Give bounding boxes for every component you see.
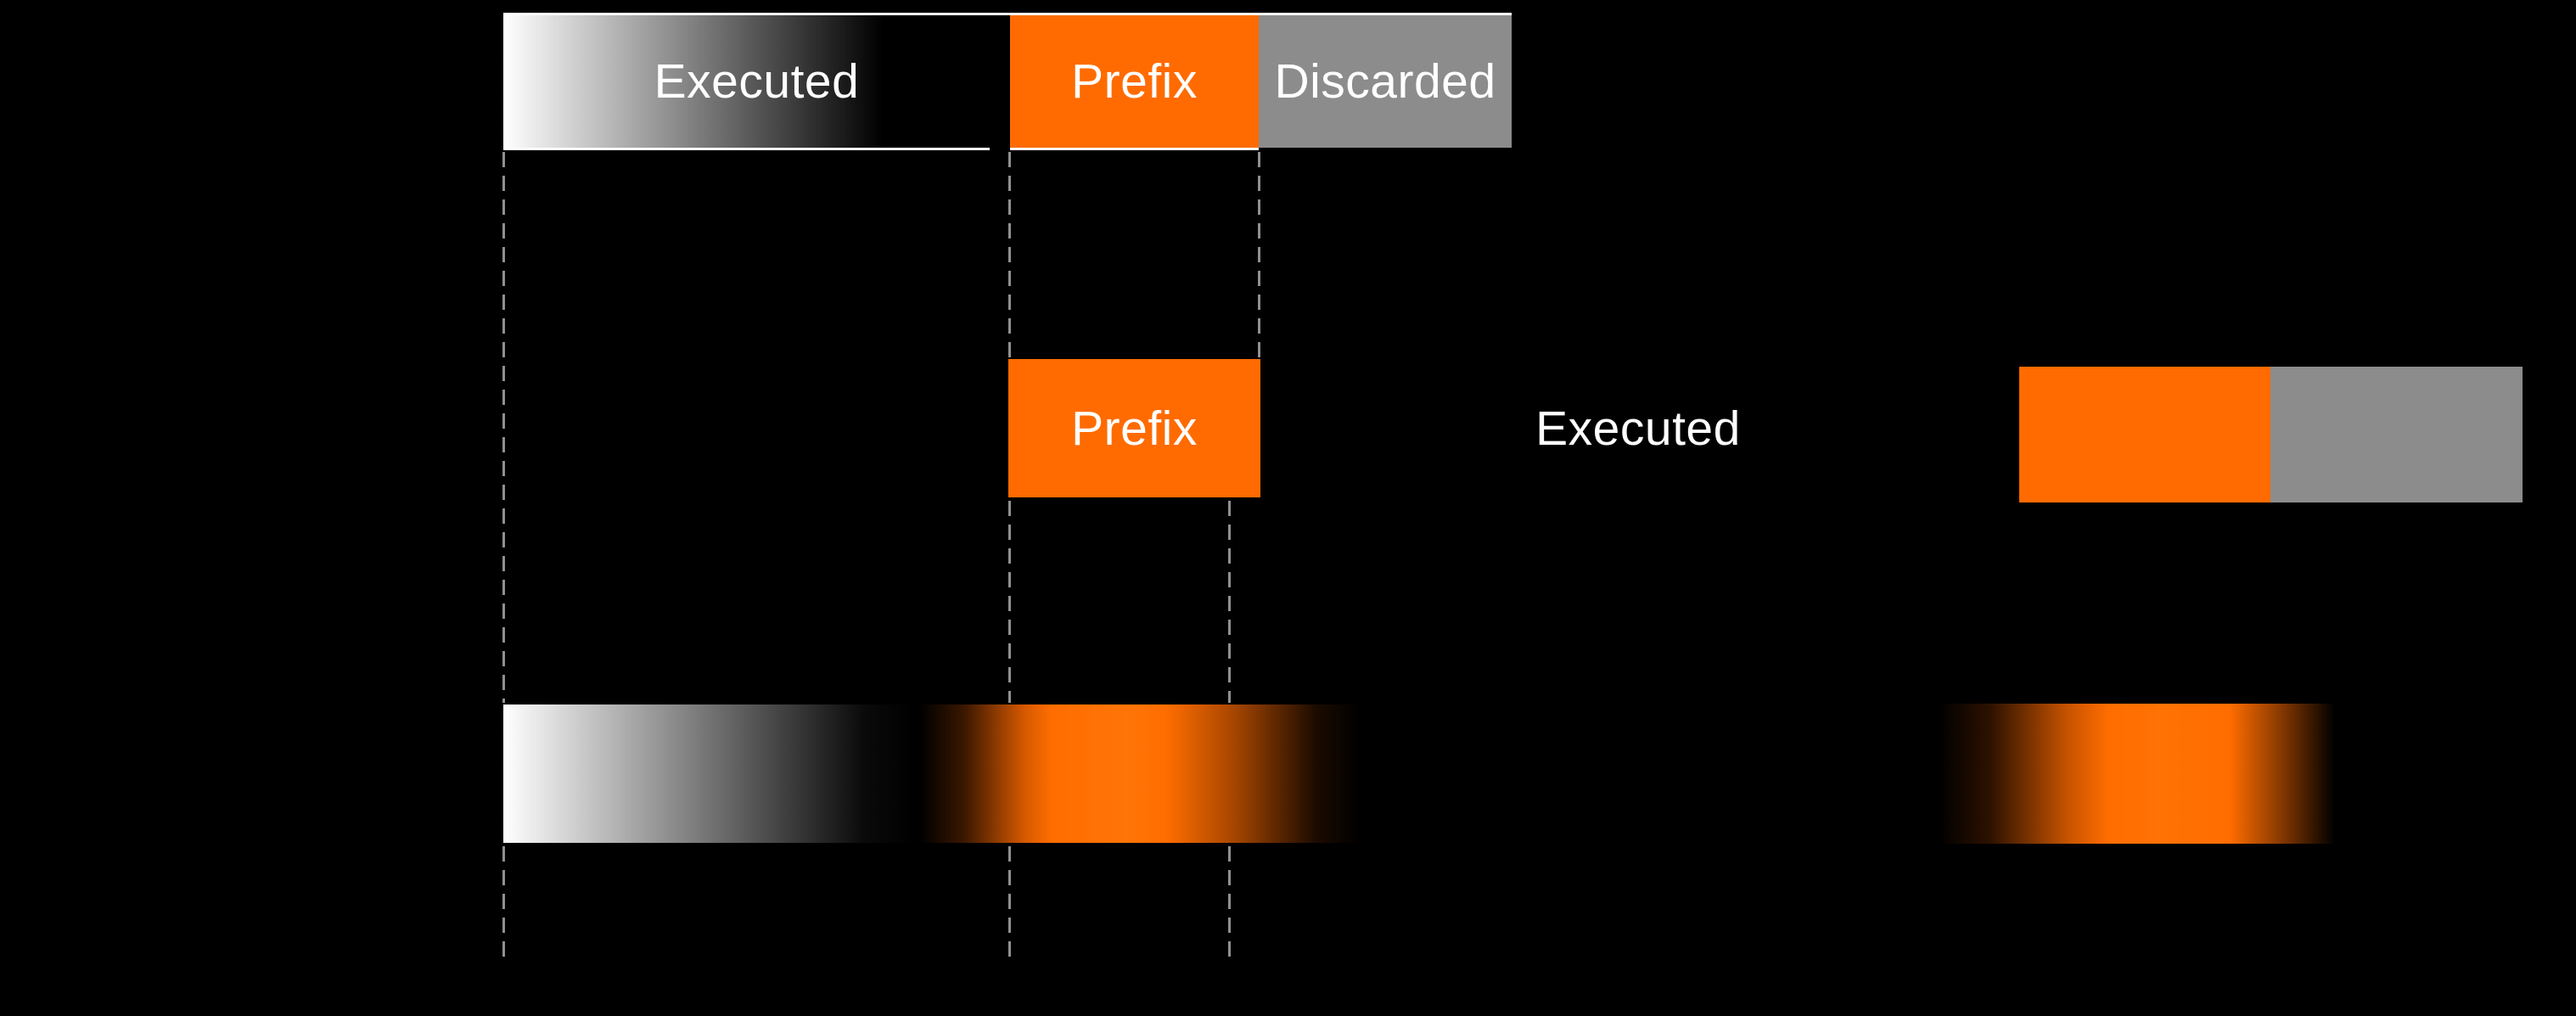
bottom-white-fade-bar [503, 704, 913, 843]
dashed-guide-prefix-left-lower [1008, 501, 1011, 703]
right-bar-orange-segment [2019, 367, 2270, 502]
middle-executed-text: Executed [1456, 359, 1821, 497]
discarded-bar-segment: Discarded [1259, 15, 1512, 148]
prefix-bar-segment: Prefix [1010, 15, 1259, 148]
dashed-guide-prefix-right-upper [1258, 152, 1260, 357]
middle-prefix-label: Prefix [1071, 401, 1198, 456]
right-bar-gray-segment [2270, 367, 2523, 502]
dashed-guide-mid-bottom [1008, 846, 1011, 963]
discarded-label: Discarded [1274, 54, 1496, 109]
dashed-guide-prefix-left-upper [1008, 152, 1011, 357]
executed-bar-segment: Executed [503, 15, 1010, 148]
middle-executed-label: Executed [1535, 401, 1741, 456]
bottom-right-orange-glow-bar [1939, 704, 2343, 844]
dashed-guide-prefix-right-lower [1228, 501, 1231, 703]
prefix-bottom-border [1010, 148, 1259, 150]
executed-label: Executed [654, 54, 860, 109]
middle-prefix-bar: Prefix [1008, 359, 1260, 497]
prefix-label: Prefix [1071, 54, 1198, 109]
right-result-bar [2019, 367, 2523, 502]
dashed-guide-right-bottom [1228, 846, 1231, 963]
dashed-guide-left-upper [502, 152, 505, 703]
top-bar-top-border [503, 13, 1512, 15]
dashed-guide-left-bottom [502, 846, 505, 963]
bottom-orange-glow-bar [920, 704, 1360, 843]
executed-bottom-border [503, 148, 990, 150]
